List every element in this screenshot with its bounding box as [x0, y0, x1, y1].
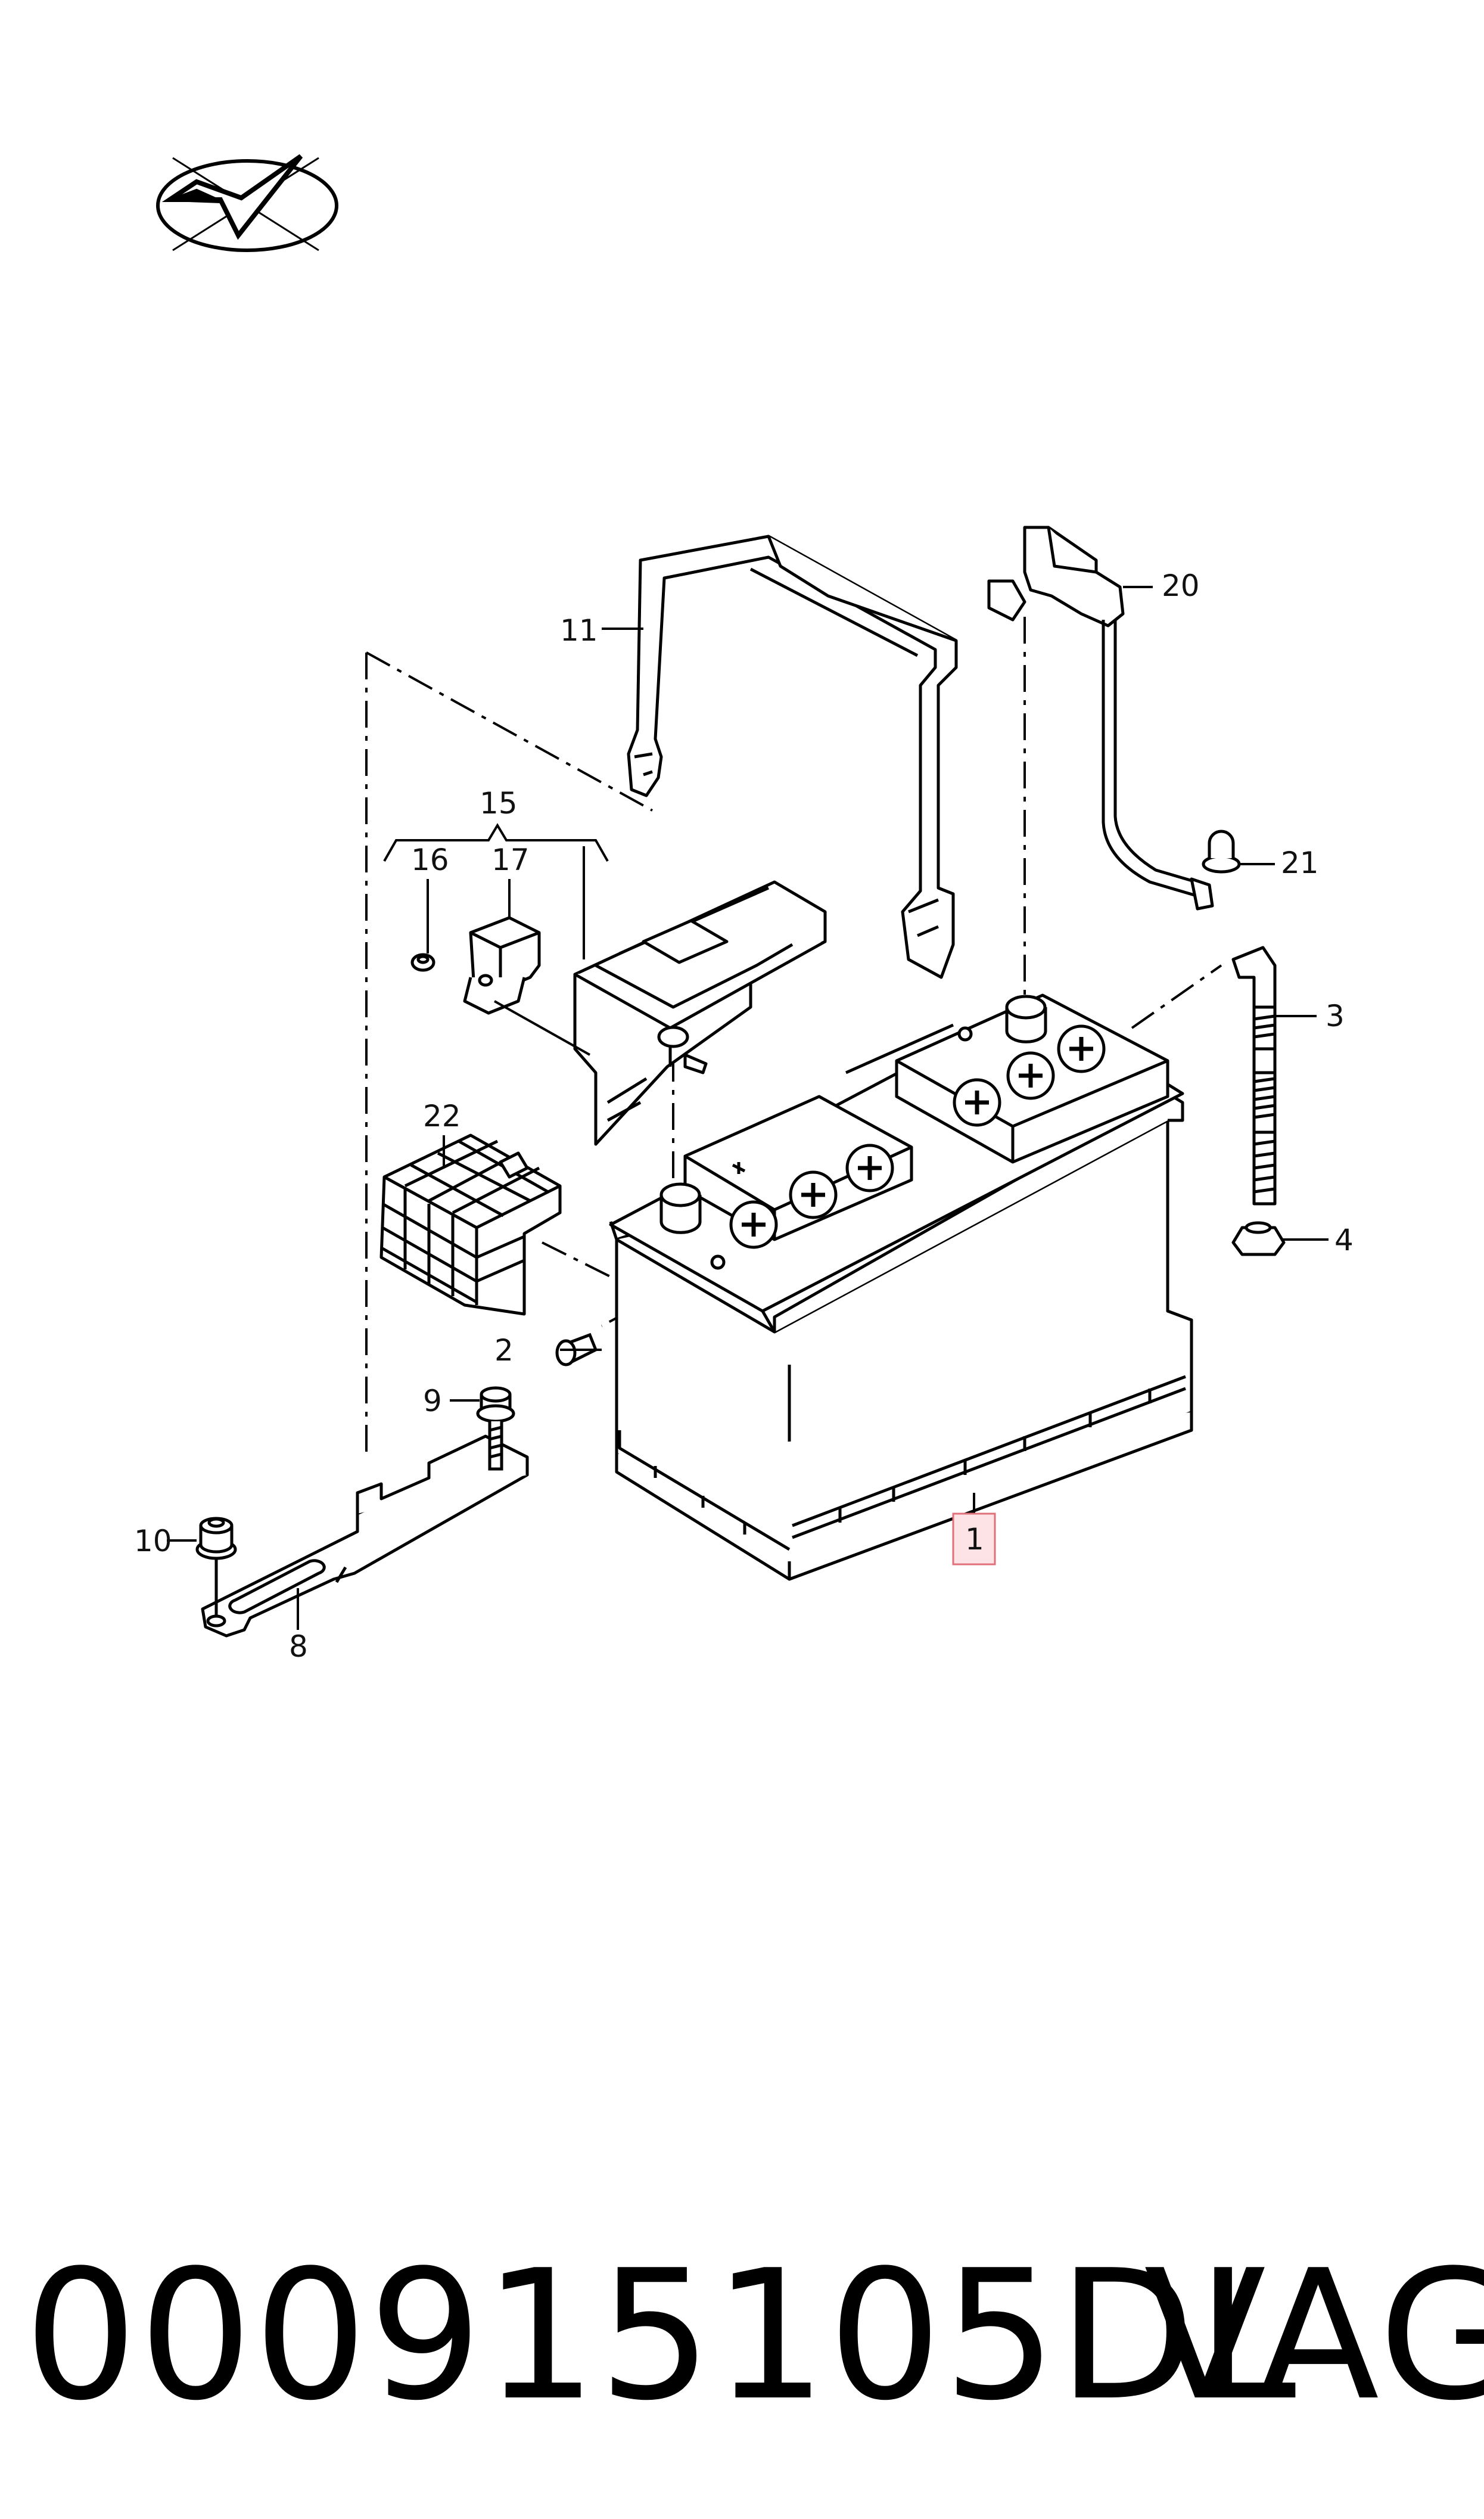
callout-4: 4 — [1334, 1223, 1354, 1257]
stud-bolt — [1202, 830, 1241, 874]
callout-17: 17 — [491, 843, 530, 877]
callout-15: 15 — [480, 786, 518, 821]
relay — [463, 916, 541, 1015]
callout-22: 22 — [423, 1099, 461, 1133]
callouts: 11 15 16 17 20 21 3 4 22 2 9 10 8 1 — [134, 569, 1354, 1664]
flange-nut — [195, 1517, 237, 1615]
callout-3: 3 — [1326, 999, 1345, 1033]
relay-lead — [494, 1000, 590, 1056]
battery — [609, 993, 1193, 1581]
callout-11: 11 — [560, 613, 598, 648]
callout-16: 16 — [411, 843, 449, 877]
checkmark-logo-icon — [156, 154, 338, 252]
plug — [555, 1333, 598, 1366]
fuse-box-cover — [573, 880, 827, 1146]
callout-1: 1 — [965, 1522, 984, 1557]
callout-10: 10 — [134, 1524, 172, 1558]
part-number: 000915105DL — [24, 2232, 1298, 2440]
small-nut — [410, 953, 435, 972]
part-number-footer: 000915105DL VAG — [24, 2232, 1484, 2440]
callout-9: 9 — [423, 1384, 442, 1418]
callout-2: 2 — [494, 1333, 514, 1368]
callout-20: 20 — [1162, 569, 1200, 603]
earth-cable — [987, 526, 1214, 911]
thermal-insulation — [379, 1133, 562, 1316]
hold-down-clamp — [201, 1434, 529, 1638]
brand-name: VAG — [1144, 2232, 1484, 2440]
callout-21: 21 — [1281, 846, 1319, 880]
hex-bolt — [476, 1386, 515, 1471]
callout-8: 8 — [289, 1629, 308, 1664]
positive-cable — [1231, 946, 1286, 1256]
leader-lines — [167, 586, 1329, 1630]
battery-strap — [627, 535, 958, 979]
callout-1-highlight — [952, 1512, 996, 1566]
